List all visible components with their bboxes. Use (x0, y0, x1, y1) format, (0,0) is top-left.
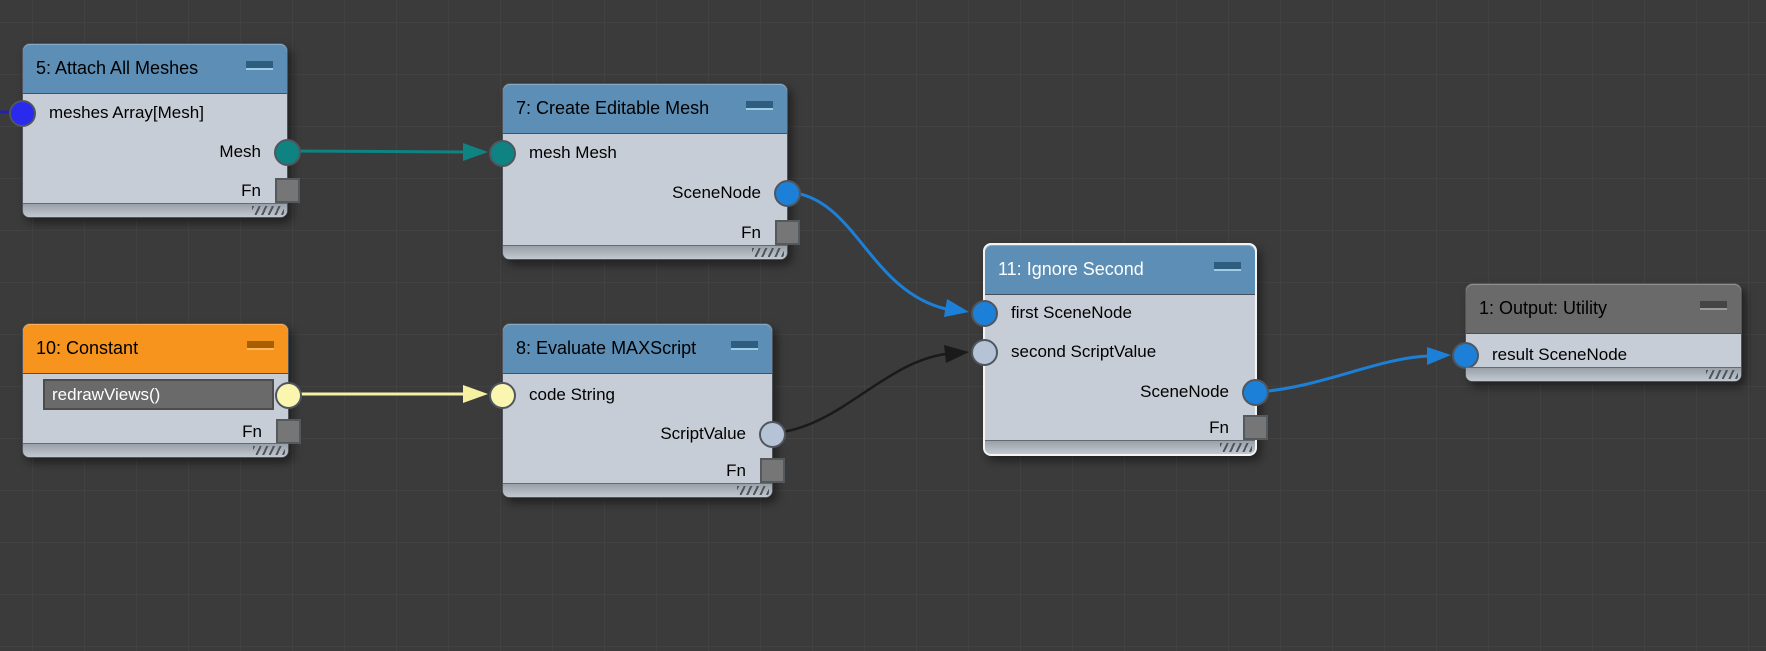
node-header[interactable]: 1: Output: Utility (1466, 284, 1741, 334)
node-title: 10: Constant (36, 338, 139, 358)
input-port-mesh[interactable] (489, 140, 516, 167)
input-label: code String (529, 385, 615, 404)
resize-grip-icon[interactable] (752, 248, 784, 257)
node-title: 5: Attach All Meshes (36, 58, 199, 78)
input-port-meshes[interactable] (9, 100, 36, 127)
output-port-scriptvalue[interactable] (759, 421, 786, 448)
resize-grip-icon[interactable] (737, 486, 769, 495)
resize-grip-icon[interactable] (253, 446, 285, 455)
input-label: first SceneNode (1011, 303, 1132, 322)
output-port-mesh[interactable] (274, 139, 301, 166)
minimize-icon[interactable] (1214, 262, 1241, 271)
wire-scriptvalue-to-second[interactable] (772, 352, 947, 435)
output-port-constant[interactable] (275, 382, 302, 409)
fn-port[interactable] (275, 178, 300, 203)
node-footer (1466, 367, 1741, 381)
node-output-utility[interactable]: 1: Output: Utility result SceneNode (1452, 283, 1742, 382)
node-header[interactable]: 11: Ignore Second (985, 245, 1255, 295)
constant-value-input[interactable] (43, 379, 274, 410)
wire-arrowhead-teal (463, 143, 488, 161)
minimize-icon[interactable] (246, 61, 273, 70)
wire-arrowhead-black (944, 345, 969, 363)
fn-label: Fn (726, 461, 746, 480)
node-header[interactable]: 5: Attach All Meshes (23, 44, 287, 94)
input-label: mesh Mesh (529, 143, 617, 162)
node-constant[interactable]: 10: Constant Fn (22, 323, 302, 458)
node-title: 7: Create Editable Mesh (516, 98, 710, 118)
input-label: meshes Array[Mesh] (49, 103, 204, 122)
wire-mesh-to-mesh[interactable] (287, 149, 465, 154)
minimize-icon[interactable] (746, 101, 773, 110)
input-port-second[interactable] (971, 339, 998, 366)
fn-label: Fn (241, 181, 261, 200)
node-evaluate-maxscript[interactable]: 8: Evaluate MAXScript code String Script… (489, 323, 786, 498)
fn-port[interactable] (1243, 415, 1268, 440)
fn-port[interactable] (775, 220, 800, 245)
minimize-icon[interactable] (1700, 301, 1727, 310)
input-label: second ScriptValue (1011, 342, 1157, 361)
input-port-first[interactable] (971, 300, 998, 327)
node-header[interactable]: 7: Create Editable Mesh (503, 84, 787, 134)
node-create-editable-mesh[interactable]: 7: Create Editable Mesh mesh Mesh SceneN… (489, 83, 801, 260)
fn-label: Fn (741, 223, 761, 242)
node-title: 1: Output: Utility (1479, 298, 1608, 318)
resize-grip-icon[interactable] (1220, 443, 1252, 452)
node-header[interactable]: 8: Evaluate MAXScript (503, 324, 772, 374)
node-ignore-second[interactable]: 11: Ignore Second first SceneNode second… (971, 243, 1269, 456)
node-header[interactable]: 10: Constant (23, 324, 288, 374)
node-footer (23, 443, 288, 457)
input-port-code[interactable] (489, 382, 516, 409)
wire-scenenode-to-result[interactable] (1256, 354, 1429, 394)
output-port-scenenode[interactable] (774, 180, 801, 207)
input-label: result SceneNode (1492, 345, 1628, 364)
node-footer (503, 483, 772, 497)
fn-label: Fn (1209, 418, 1229, 437)
minimize-icon[interactable] (247, 341, 274, 350)
input-port-result[interactable] (1452, 342, 1479, 369)
fn-port[interactable] (276, 419, 301, 444)
node-footer (985, 440, 1255, 454)
output-port-scenenode[interactable] (1242, 379, 1269, 406)
node-footer (503, 245, 787, 259)
node-attach-all-meshes[interactable]: 5: Attach All Meshes meshes Array[Mesh] … (9, 43, 301, 218)
resize-grip-icon[interactable] (252, 206, 284, 215)
output-label: SceneNode (1140, 382, 1229, 401)
node-title: 8: Evaluate MAXScript (516, 338, 697, 358)
output-label: ScriptValue (660, 424, 746, 443)
fn-label: Fn (242, 422, 262, 441)
wire-arrowhead-yellow (463, 385, 488, 403)
wire-arrowhead-blue-1 (944, 299, 969, 317)
output-label: Mesh (219, 142, 261, 161)
wire-arrowhead-blue-2 (1427, 347, 1451, 365)
node-footer (23, 203, 287, 217)
output-label: SceneNode (672, 183, 761, 202)
fn-port[interactable] (760, 458, 785, 483)
node-title: 11: Ignore Second (998, 259, 1144, 279)
wire-scenenode-to-first[interactable] (787, 190, 947, 311)
minimize-icon[interactable] (731, 341, 758, 350)
resize-grip-icon[interactable] (1706, 370, 1738, 379)
